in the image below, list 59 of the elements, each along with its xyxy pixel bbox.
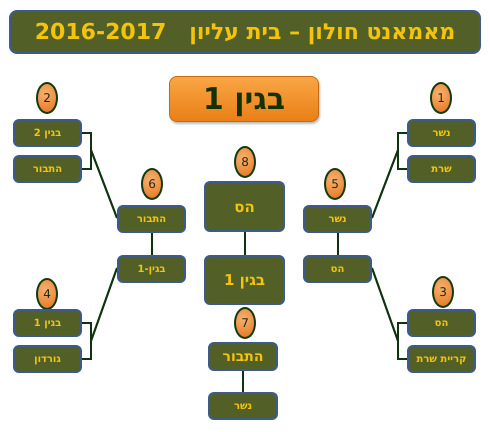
team-name: שרת	[431, 164, 452, 174]
team-name: הס	[234, 198, 255, 216]
team-name: 5	[331, 177, 339, 191]
team-box	[208, 342, 278, 371]
winner-box	[169, 76, 319, 122]
team-box	[407, 119, 476, 147]
bracket-line	[371, 268, 407, 360]
team-name: 3	[439, 285, 447, 299]
match-number-badge	[234, 307, 256, 339]
team-name: בגין 1	[202, 82, 286, 116]
match-number-badge	[234, 146, 256, 178]
team-name: 1	[437, 91, 445, 105]
bracket-line	[242, 371, 244, 392]
team-box	[13, 345, 82, 373]
team-name: 8	[241, 155, 249, 169]
team-name: 6	[148, 177, 156, 191]
team-name: הס	[434, 318, 448, 328]
bracket-line	[337, 233, 339, 255]
team-name: 7	[241, 316, 249, 330]
team-name: נשר	[328, 214, 347, 224]
team-box	[13, 155, 82, 183]
match-number-badge	[430, 82, 452, 114]
team-name: הס	[330, 264, 344, 274]
team-name: נשר	[234, 400, 252, 412]
match-number-badge	[36, 278, 58, 310]
team-box	[303, 255, 372, 283]
team-name: התבור	[136, 214, 166, 224]
team-name: בגין-1	[137, 264, 166, 274]
team-box	[407, 345, 476, 373]
bracket-line	[82, 268, 118, 360]
bracket-line	[244, 232, 246, 255]
team-name: בגין 1	[34, 318, 62, 328]
team-box	[13, 309, 82, 337]
team-box	[303, 205, 372, 233]
bracket-line	[371, 149, 407, 218]
team-name: קריית שרת	[416, 354, 467, 364]
team-name: 4	[43, 287, 51, 301]
team-name: בגין 1	[224, 271, 266, 289]
bracket-line	[151, 233, 153, 255]
team-name: גורדון	[34, 354, 61, 364]
team-name: התבור	[32, 164, 62, 174]
match-number-badge	[324, 168, 346, 200]
team-box	[117, 205, 186, 233]
team-name: בגין 2	[34, 128, 62, 138]
team-name: נשר	[432, 128, 451, 138]
team-box	[407, 155, 476, 183]
match-number-badge	[432, 276, 454, 308]
match-number-badge	[141, 168, 163, 200]
team-box	[13, 119, 82, 147]
team-box	[204, 255, 285, 305]
team-box	[117, 255, 186, 283]
team-box	[407, 309, 476, 337]
title-text: מאמאנט חולון – בית עליון 2016-2017	[34, 20, 456, 44]
team-box	[208, 392, 278, 420]
team-name: התבור	[222, 348, 264, 364]
match-number-badge	[36, 82, 58, 114]
team-name: 2	[43, 91, 51, 105]
team-box	[204, 181, 285, 232]
bracket-line	[82, 149, 118, 218]
